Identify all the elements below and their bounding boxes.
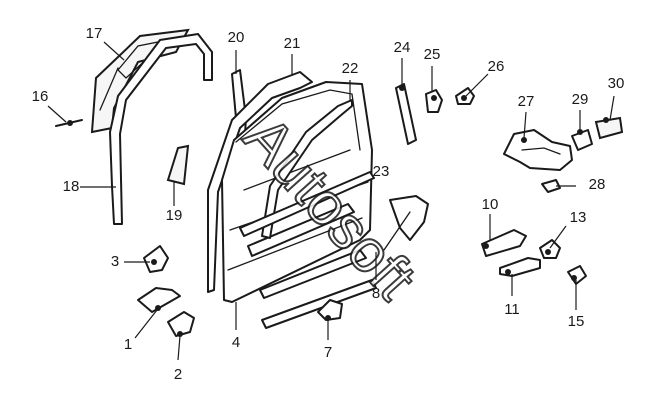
callout-4: 4 (232, 334, 240, 351)
callout-20: 20 (228, 29, 245, 46)
vertical-strip (395, 83, 417, 145)
callout-3: 3 (111, 253, 119, 270)
window-regulator (383, 195, 429, 251)
glass-run-channel (109, 33, 213, 225)
door-check (167, 311, 195, 337)
callout-2: 2 (174, 366, 182, 383)
callout-7: 7 (324, 344, 332, 361)
callout-24: 24 (394, 39, 411, 56)
callout-30: 30 (608, 75, 625, 92)
mirror-grommet (541, 179, 561, 193)
callout-13: 13 (570, 209, 587, 226)
lower-hinge (137, 287, 181, 313)
quarter-glass (166, 144, 190, 186)
lock-cylinder (539, 239, 561, 259)
callout-18: 18 (63, 178, 80, 195)
callout-23: 23 (373, 163, 390, 180)
callout-21: 21 (284, 35, 301, 52)
callout-11: 11 (504, 301, 520, 318)
lower-seal (261, 279, 377, 329)
outside-mirror (503, 129, 573, 171)
callout-25: 25 (424, 46, 441, 63)
window-channel (239, 171, 375, 237)
upper-hinge (143, 245, 169, 273)
callout-8: 8 (372, 285, 380, 302)
mirror-glass (594, 116, 624, 140)
callout-28: 28 (589, 176, 606, 193)
clip (425, 89, 443, 113)
callout-17: 17 (86, 25, 103, 42)
callout-29: 29 (572, 91, 589, 108)
outside-handle (499, 257, 541, 277)
callout-15: 15 (568, 313, 585, 330)
callouts: 1 2 3 4 7 8 10 11 13 15 16 17 18 19 20 2… (32, 25, 625, 383)
door-shell (221, 81, 373, 303)
callout-22: 22 (342, 60, 359, 77)
callout-27: 27 (518, 93, 535, 110)
callout-16: 16 (32, 88, 49, 105)
door-weatherstrip (207, 71, 313, 293)
mirror-knob (571, 129, 593, 151)
inside-handle (481, 229, 527, 257)
callout-1: 1 (124, 336, 132, 353)
bolt (55, 119, 83, 127)
callout-19: 19 (166, 207, 183, 224)
callout-26: 26 (488, 58, 505, 75)
cap (567, 265, 587, 285)
callout-10: 10 (482, 196, 499, 213)
